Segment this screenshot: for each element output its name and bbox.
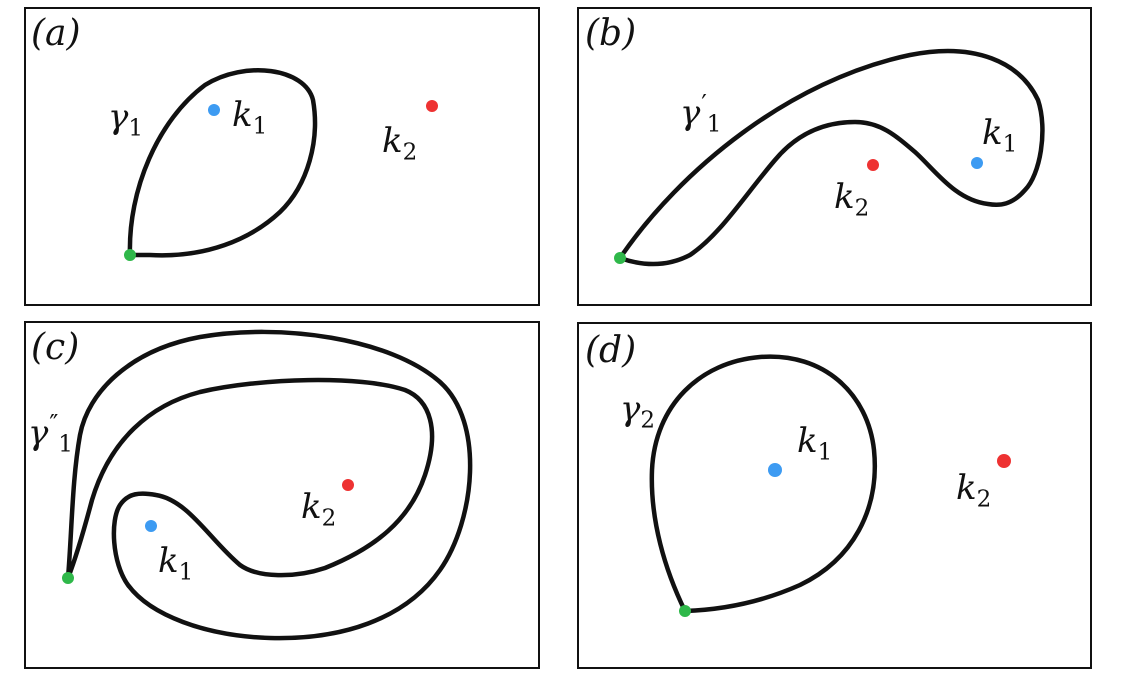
panel-b: [577, 7, 1092, 306]
point-k1-b: [971, 157, 983, 169]
k1-label-c: k1: [158, 541, 194, 586]
base-point-a: [124, 249, 136, 261]
curve-label-c: γ″1: [28, 410, 73, 458]
base-point-d: [679, 605, 691, 617]
curve-label-d: γ2: [620, 389, 655, 434]
point-k2-a: [426, 100, 438, 112]
k2-label-a: k2: [382, 121, 418, 166]
curve-gamma2: [649, 354, 878, 614]
curve-label-b: γ′1: [680, 90, 722, 138]
base-point-c: [62, 572, 74, 584]
k2-label-c: k2: [301, 487, 337, 532]
panel-label-c: (c): [31, 327, 80, 368]
point-k1-d: [768, 463, 782, 477]
point-k2-c: [342, 479, 354, 491]
k2-label-d: k2: [956, 468, 992, 513]
point-k2-d: [997, 454, 1011, 468]
panel-label-d: (d): [585, 330, 637, 371]
point-k1-c: [145, 520, 157, 532]
panel-a: [24, 7, 540, 306]
k1-label-a: k1: [232, 95, 268, 140]
curve-gamma1: [127, 68, 318, 258]
point-k1-a: [208, 104, 220, 116]
curve-gamma1-prime: [617, 48, 1045, 267]
panel-label-a: (a): [31, 13, 81, 54]
curve-gamma1-double-prime: [65, 329, 473, 641]
point-k2-b: [867, 159, 879, 171]
panel-label-b: (b): [585, 13, 637, 54]
k2-label-b: k2: [834, 177, 870, 222]
curve-label-a: γ1: [108, 97, 143, 142]
k1-label-b: k1: [982, 113, 1018, 158]
k1-label-d: k1: [797, 421, 833, 466]
base-point-b: [614, 252, 626, 264]
